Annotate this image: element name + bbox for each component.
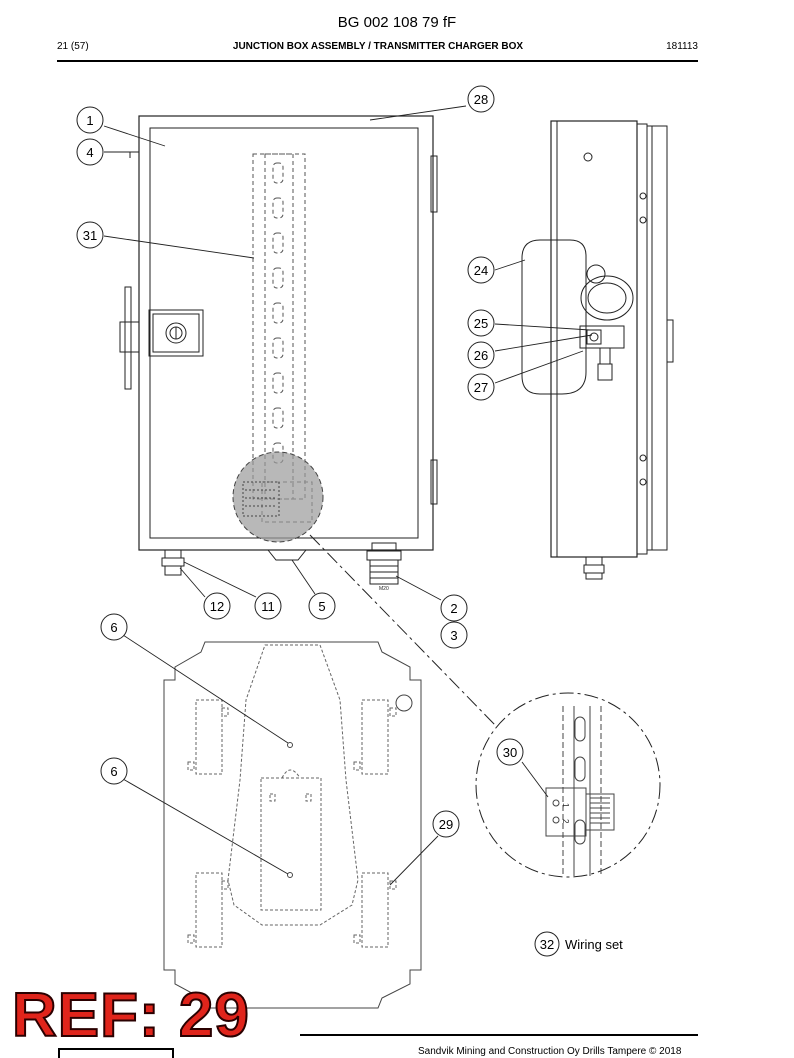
callout-27: 27	[474, 380, 488, 395]
footer-copyright: Sandvik Mining and Construction Oy Drill…	[418, 1046, 682, 1057]
callout-6-lower: 6	[110, 764, 117, 779]
callout-29: 29	[439, 817, 453, 832]
document-number: BG 002 108 79 fF	[337, 14, 457, 31]
header-rule	[57, 60, 698, 62]
reference-stamp: REF: 29	[11, 981, 250, 1050]
document-date: 181113	[666, 41, 698, 52]
wiring-set-label: Wiring set	[565, 937, 623, 952]
mounting-plate	[163, 641, 422, 1009]
callout-11: 11	[261, 599, 275, 614]
side-view	[521, 120, 674, 580]
company-logo	[58, 1048, 174, 1058]
callout-5: 5	[318, 599, 325, 614]
detail-view	[309, 534, 661, 878]
callout-31: 31	[83, 228, 97, 243]
callout-3: 3	[450, 628, 457, 643]
callout-25: 25	[474, 316, 488, 331]
gland-mark: M20	[379, 586, 389, 592]
document-title: JUNCTION BOX ASSEMBLY / TRANSMITTER CHAR…	[232, 41, 524, 52]
callout-1: 1	[86, 113, 93, 128]
callout-24: 24	[474, 263, 488, 278]
callout-32: 32	[540, 937, 554, 952]
footer-rule	[300, 1034, 698, 1036]
terminal-mark-2: 2	[561, 819, 570, 824]
callout-30: 30	[503, 745, 517, 760]
callout-4: 4	[86, 145, 93, 160]
callout-6-upper: 6	[110, 620, 117, 635]
callout-28: 28	[474, 92, 488, 107]
leader-lines	[103, 105, 593, 886]
callout-2: 2	[450, 601, 457, 616]
callout-12: 12	[210, 599, 224, 614]
callout-26: 26	[474, 348, 488, 363]
page-number: 21 (57)	[57, 41, 89, 52]
terminal-mark-1: 1	[561, 803, 570, 808]
front-view	[119, 115, 438, 585]
